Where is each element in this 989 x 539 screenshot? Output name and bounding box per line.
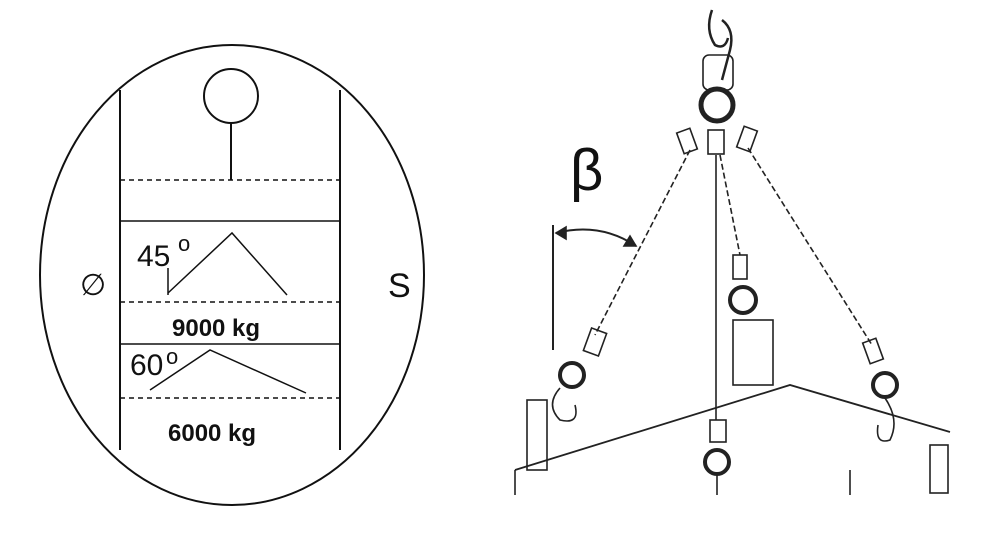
angle-60-icon [149,349,307,394]
hook-circle-icon [203,68,259,124]
beta-symbol: β [570,138,603,203]
angle-45-value: 45 [137,240,170,273]
angle-arc-arrow [555,228,637,247]
side-label: S [388,267,411,305]
diameter-symbol: ∅ [80,269,106,302]
label-outline [39,44,425,506]
sling-label-plate [39,44,425,506]
master-ring-icon [698,86,736,124]
angle-60-value: 60 [130,349,163,382]
sling-leg-back [719,154,741,256]
capacity-60: 6000 kg [168,420,256,447]
load-box-icon [514,384,951,471]
sling-leg-right [747,147,873,346]
rigging-illustration [514,9,951,495]
sling-leg-left [594,149,691,336]
angle-45-icon [167,231,288,296]
capacity-45: 9000 kg [172,315,260,342]
crane-hook-icon [707,9,733,81]
angle-45-degree: o [178,231,190,256]
angle-60-degree: o [166,344,178,369]
